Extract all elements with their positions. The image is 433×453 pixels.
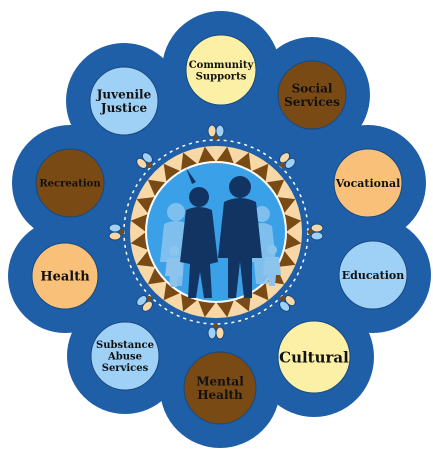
- node-circle: [333, 148, 403, 218]
- node-circle: [277, 320, 351, 394]
- node-circle: [89, 66, 159, 136]
- ring-triangle: [283, 213, 302, 232]
- bead-ornament-icon: [278, 152, 296, 170]
- node-circle: [277, 60, 347, 130]
- ring-triangle: [234, 152, 251, 172]
- center-medallion: [108, 124, 324, 340]
- node-circle: [90, 321, 160, 391]
- node-recreation: Recreation: [35, 148, 105, 218]
- node-label: Recreation: [39, 179, 101, 190]
- ring-triangle: [276, 197, 296, 214]
- node-label: Juvenile: [96, 87, 152, 101]
- node-circle: [338, 240, 408, 310]
- node-vocational: Vocational: [333, 148, 403, 218]
- node-health: Health: [31, 242, 99, 310]
- service-nodes: CommunitySupportsSocialServicesVocationa…: [31, 34, 408, 425]
- ring-triangle: [216, 146, 235, 165]
- ring-triangle: [147, 267, 167, 285]
- node-label: Justice: [100, 101, 148, 115]
- node-label: Supports: [196, 71, 247, 82]
- bead-ornament-icon: [108, 223, 125, 241]
- ring-triangle: [181, 292, 198, 312]
- ring-triangle: [163, 163, 181, 183]
- bead-ornament-icon: [136, 152, 154, 170]
- family-silhouette-icon: [160, 168, 281, 298]
- bead-ornament-icon: [278, 294, 296, 312]
- ring-triangle: [197, 146, 216, 165]
- node-circle: [185, 34, 257, 106]
- node-cultural: Cultural: [277, 320, 351, 394]
- ring-triangle: [265, 179, 285, 197]
- ring-triangle: [163, 281, 181, 301]
- node-label: Services: [102, 363, 149, 374]
- ring-triangle: [216, 299, 235, 318]
- bead-ornament-icon: [207, 323, 225, 340]
- node-label: Health: [197, 388, 243, 402]
- node-circle: [35, 148, 105, 218]
- ring-triangle: [147, 179, 167, 197]
- node-label: Vocational: [335, 177, 401, 190]
- ring-triangle: [197, 299, 216, 318]
- ring-triangle: [251, 281, 269, 301]
- node-label: Cultural: [279, 348, 349, 366]
- node-label: Services: [284, 95, 340, 109]
- node-label: Education: [342, 269, 405, 282]
- ring-triangle: [136, 197, 156, 214]
- ring-triangle: [130, 213, 149, 232]
- ring-triangle: [136, 250, 156, 267]
- node-circle: [31, 242, 99, 310]
- ring-triangle: [276, 250, 296, 267]
- node-label: Mental: [196, 374, 244, 388]
- bead-ornament-icon: [136, 294, 154, 312]
- bead-ornament-icon: [307, 223, 324, 241]
- node-circle: [183, 351, 257, 425]
- node-label: Abuse: [107, 352, 142, 363]
- node-label: Substance: [96, 340, 154, 351]
- bead-ornament-icon: [207, 124, 225, 141]
- ring-triangle: [283, 232, 302, 251]
- node-label: Social: [292, 81, 333, 95]
- ring-triangle: [251, 163, 269, 183]
- node-label: Community: [189, 60, 255, 71]
- node-education: Education: [338, 240, 408, 310]
- node-label: Health: [40, 270, 90, 285]
- ring-triangle: [130, 232, 149, 251]
- ring-triangle: [181, 152, 198, 172]
